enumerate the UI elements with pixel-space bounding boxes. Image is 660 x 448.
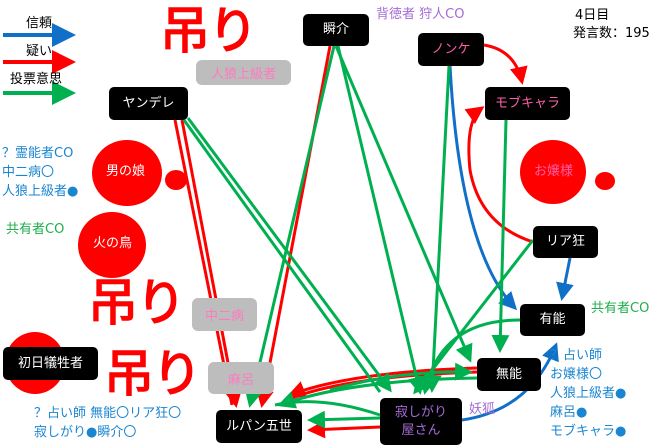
- blood-splash: [165, 170, 187, 190]
- note-right-kyouyuu: 共有者CO: [591, 301, 650, 316]
- note-left-reinou: ？霊能者CO 中二病〇 人狼上級者●: [2, 146, 79, 199]
- doubt-arrow: [464, 106, 534, 244]
- vote-arrow: [307, 410, 381, 429]
- vote-arrow: [419, 318, 521, 395]
- node-riakyo[interactable]: リア狂: [533, 226, 598, 258]
- blood-splash: [520, 140, 586, 204]
- hanged-player-jinrou: 人狼上級者: [196, 60, 291, 85]
- legend-doubt-label: 疑い: [26, 44, 53, 59]
- vote-arrow: [334, 45, 473, 363]
- vote-arrow: [491, 119, 510, 353]
- vote-arrow: [336, 45, 426, 395]
- node-ojousama[interactable]: お嬢様: [533, 163, 573, 179]
- vote-arrow: [186, 117, 392, 393]
- node-nonke[interactable]: ノンケ: [418, 33, 484, 66]
- note-right-uranai: ？占い師 お嬢様〇 人狼上級者● 麻呂● モブキャラ●: [550, 348, 627, 439]
- hanged-player-maro: 麻呂: [208, 362, 274, 394]
- node-hinotori[interactable]: 火の鳥: [92, 235, 132, 251]
- node-yuunou[interactable]: 有能: [520, 304, 585, 336]
- node-shonichi[interactable]: 初日犠牲者: [3, 347, 98, 380]
- legend-vote-label: 投票意思: [10, 72, 63, 87]
- node-sabishigari[interactable]: 寂しがり 屋さん: [380, 398, 462, 445]
- note-left-uranai: ？占い師 無能〇リア狂〇 寂しがり●瞬介〇: [34, 406, 182, 440]
- vote-arrow: [277, 376, 478, 409]
- doubt-arrow: [287, 366, 478, 399]
- vote-arrow: [244, 45, 336, 408]
- node-otokonoko[interactable]: 男の娘: [105, 163, 145, 179]
- legend-trust-label: 信頼: [26, 16, 53, 31]
- node-lupin[interactable]: ルパン五世: [216, 410, 302, 443]
- doubt-arrow: [180, 119, 243, 408]
- vote-arrow: [423, 65, 451, 393]
- day-label: 4日目: [575, 8, 610, 23]
- doubt-arrow: [483, 43, 528, 85]
- vote-arrow: [329, 362, 473, 392]
- node-munou[interactable]: 無能: [477, 358, 541, 391]
- hanged-mark: 吊り: [104, 345, 202, 403]
- node-mobchara[interactable]: モブキャラ: [485, 87, 570, 120]
- note-left-kyouyuu: 共有者CO: [6, 222, 65, 237]
- trust-arrow: [461, 342, 559, 422]
- doubt-arrow: [255, 45, 332, 408]
- blood-splash: [595, 172, 615, 190]
- node-yandere[interactable]: ヤンデレ: [109, 87, 188, 120]
- doubt-arrow: [307, 420, 381, 439]
- blood-splash: [92, 140, 162, 206]
- node-shunsuke[interactable]: 瞬介: [303, 14, 369, 46]
- hanged-mark: 吊り: [88, 274, 186, 332]
- post-count: 発言数：195: [573, 26, 650, 41]
- vote-arrow: [182, 119, 382, 393]
- doubt-arrow: [173, 119, 234, 406]
- trust-arrow: [556, 257, 574, 301]
- blood-splash: [78, 212, 146, 278]
- hanged-player-chuunibyou: 中二病: [192, 298, 257, 331]
- note-youko: 妖狐: [469, 402, 496, 417]
- hanged-mark: 吊り: [160, 2, 258, 60]
- note-haitoku: 背徳者 狩人CO: [376, 7, 465, 22]
